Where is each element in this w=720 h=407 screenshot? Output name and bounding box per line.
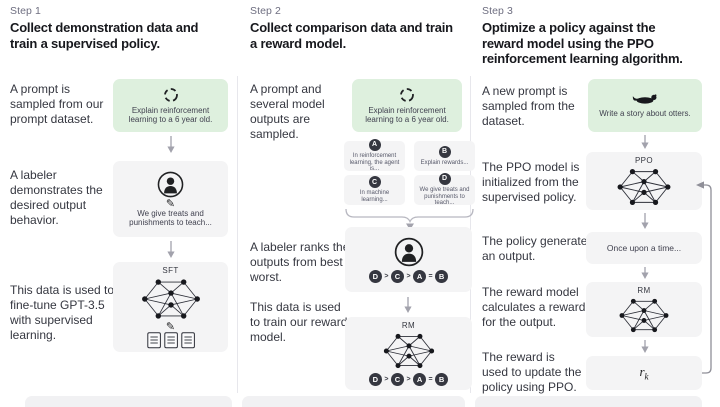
- caption-labeler-demo: A labeler demonstrates the desired outpu…: [10, 168, 103, 227]
- down-arrow-icon: [641, 135, 649, 149]
- next-section-card-edge: [475, 396, 702, 407]
- rank-chip: C: [390, 269, 404, 283]
- documents-icon: [146, 331, 195, 348]
- sft-label: SFT: [162, 265, 179, 275]
- labeler-ranking-card: D > C > A = B: [345, 227, 472, 292]
- down-arrow-icon: [641, 213, 649, 229]
- down-arrow-icon: [167, 241, 175, 258]
- rm-label: RM: [401, 321, 416, 330]
- option-d-badge: D: [438, 172, 451, 185]
- prompt-card: Write a story about otters.: [588, 79, 702, 132]
- prompt-text: Explain reinforcement learning to a 6 ye…: [128, 105, 213, 125]
- ppo-label: PPO: [634, 155, 654, 165]
- neural-network-icon: [141, 278, 200, 319]
- option-b-text: Explain rewards...: [420, 159, 469, 166]
- rank-separator: >: [384, 272, 389, 280]
- labeler-person-icon: [157, 171, 184, 197]
- option-c-text: In machine learning...: [359, 190, 390, 203]
- rank-separator: =: [428, 376, 433, 383]
- rank-separator: >: [384, 376, 389, 383]
- rank-separator: =: [428, 272, 433, 280]
- output-option-c: C In machine learning...: [344, 175, 405, 205]
- down-arrow-icon: [641, 267, 649, 279]
- rm-model-card: RM: [586, 282, 702, 337]
- reward-value-card: rk: [586, 356, 702, 390]
- option-c-badge: C: [368, 176, 381, 189]
- step2-heading: Collect comparison data and train a rewa…: [250, 20, 453, 51]
- caption-labeler-ranks: A labeler ranks the outputs from best to…: [250, 240, 357, 284]
- rank-chip: A: [413, 269, 427, 283]
- output-card: Once upon a time...: [586, 232, 702, 264]
- step-label: Step 2: [250, 5, 281, 17]
- output-option-d: D We give treats and punishments to teac…: [414, 172, 475, 207]
- prompt-text: Explain reinforcement learning to a 6 ye…: [365, 105, 449, 125]
- caption-policy-output: The policy generates an output.: [482, 234, 594, 263]
- rm-label: RM: [637, 285, 651, 295]
- caption-outputs-sampled: A prompt and several model outputs are s…: [250, 82, 325, 141]
- rank-separator: >: [406, 272, 411, 280]
- rank-chip: A: [413, 373, 427, 386]
- labeler-person-icon: [394, 237, 423, 266]
- rank-chip: D: [368, 373, 382, 386]
- rank-chip: B: [435, 269, 449, 283]
- neural-network-icon: [617, 168, 671, 205]
- step-label: Step 3: [482, 5, 513, 17]
- ranking-row: D > C > A = B: [368, 269, 449, 283]
- feedback-loop-arrow-icon: [696, 181, 712, 374]
- rank-chip: C: [390, 373, 404, 386]
- sample-refresh-icon: [163, 87, 178, 102]
- neural-network-icon: [619, 298, 669, 332]
- sample-refresh-icon: [400, 87, 414, 102]
- column-divider: [237, 76, 238, 393]
- curly-brace-icon: [345, 208, 474, 230]
- ppo-model-card: PPO: [586, 152, 702, 210]
- otter-icon: [632, 94, 657, 104]
- option-d-text: We give treats and punishments to teach.…: [419, 186, 470, 207]
- reward-symbol: rk: [639, 364, 649, 382]
- down-arrow-icon: [167, 136, 175, 153]
- pencil-icon: ✎: [165, 319, 176, 333]
- down-arrow-icon: [641, 340, 649, 353]
- option-a-badge: A: [368, 138, 381, 151]
- caption-update-policy: The reward is used to update the policy …: [482, 350, 582, 394]
- option-a-text: In reinforcement learning, the agent is.…: [349, 152, 400, 173]
- prompt-card: Explain reinforcement learning to a 6 ye…: [113, 79, 228, 132]
- output-text: Once upon a time...: [606, 243, 682, 253]
- rm-model-card: RM D > C > A: [345, 317, 472, 390]
- prompt-card: Explain reinforcement learning to a 6 ye…: [352, 79, 462, 132]
- caption-train-rm: This data is used to train our reward mo…: [250, 300, 348, 344]
- rank-chip: B: [435, 373, 449, 386]
- step3-heading: Optimize a policy against the reward mod…: [482, 20, 683, 66]
- next-section-card-edge: [242, 396, 465, 407]
- neural-network-icon: [383, 333, 434, 369]
- caption-new-prompt: A new prompt is sampled from the dataset…: [482, 84, 575, 128]
- caption-prompt-sampled: A prompt is sampled from our prompt data…: [10, 82, 104, 126]
- step-label: Step 1: [10, 5, 41, 17]
- next-section-card-edge: [25, 396, 232, 407]
- labeler-card: ✎ We give treats and punishments to teac…: [113, 161, 228, 237]
- output-option-a: A In reinforcement learning, the agent i…: [344, 138, 405, 173]
- caption-finetune: This data is used to fine-tune GPT-3.5 w…: [10, 283, 115, 342]
- rank-separator: >: [406, 376, 411, 383]
- prompt-text: Write a story about otters.: [599, 109, 691, 119]
- output-option-b: B Explain rewards...: [414, 141, 475, 171]
- caption-rm-reward: The reward model calculates a reward for…: [482, 285, 586, 329]
- down-arrow-icon: [404, 297, 412, 313]
- option-b-badge: B: [438, 145, 451, 158]
- rank-chip: D: [368, 269, 382, 283]
- pencil-icon: ✎: [165, 196, 176, 210]
- caption-ppo-init: The PPO model is initialized from the su…: [482, 160, 580, 204]
- sft-model-card: SFT ✎: [113, 262, 228, 352]
- ranking-row: D > C > A = B: [368, 373, 449, 386]
- labeler-demo-text: We give treats and punishments to teach.…: [129, 208, 212, 228]
- step1-heading: Collect demonstration data and train a s…: [10, 20, 199, 51]
